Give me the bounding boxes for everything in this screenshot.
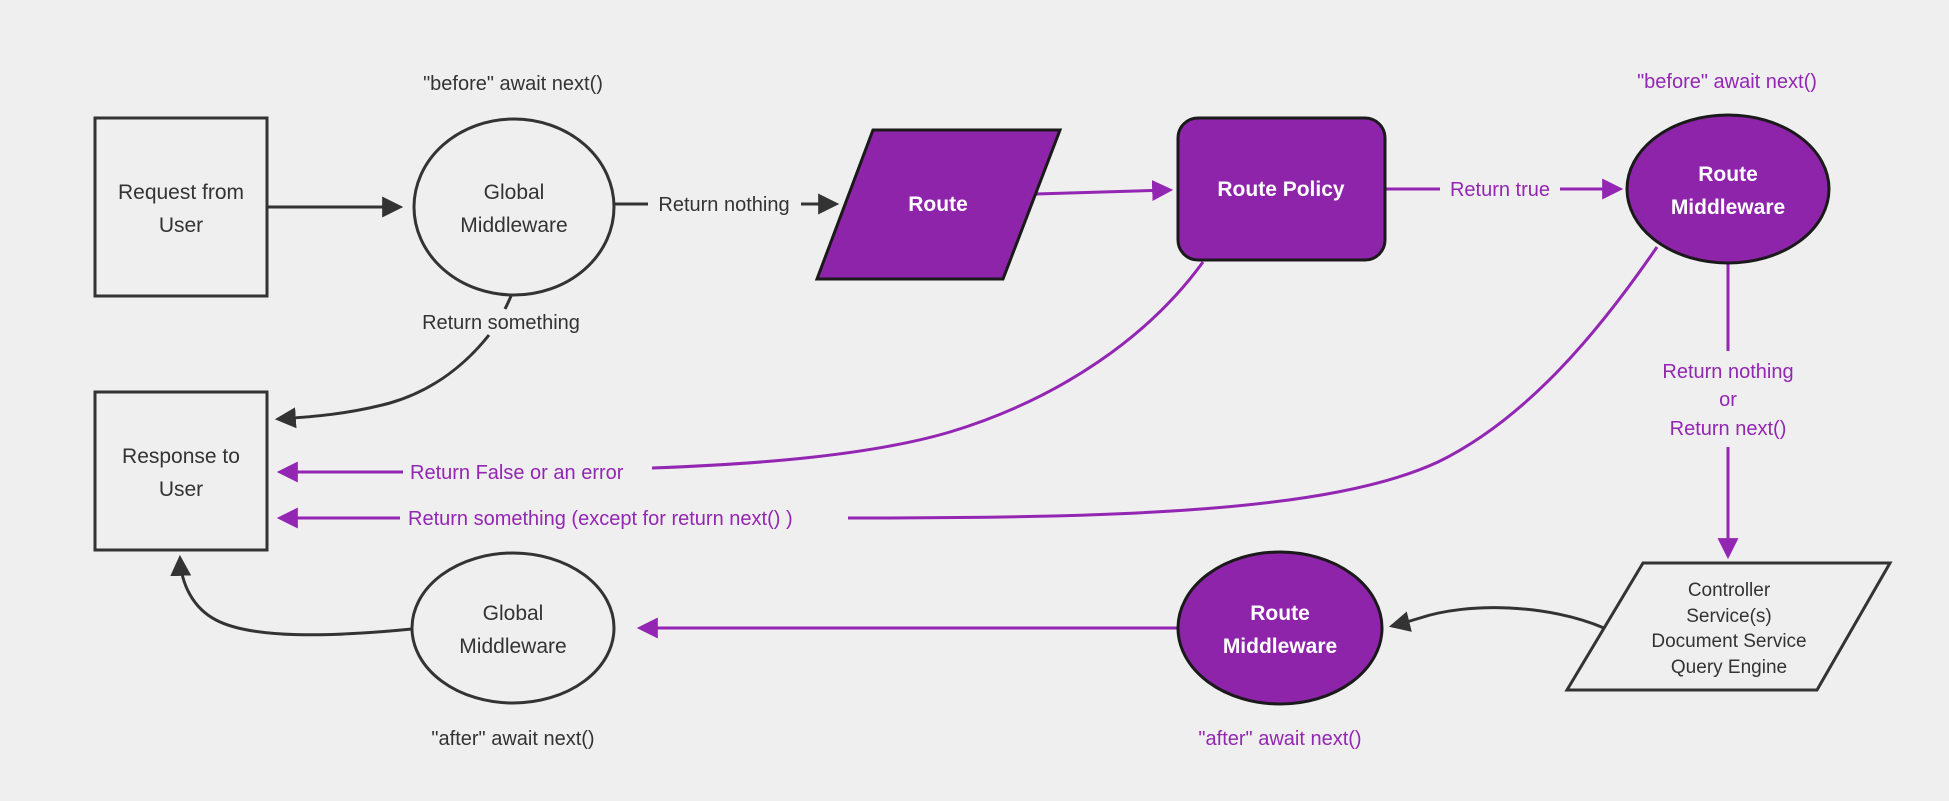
- route-middleware-top-ellipse: [1625, 113, 1831, 265]
- controller-parallelogram: [1564, 561, 1893, 692]
- controller-label-line1: Controller: [1688, 580, 1771, 601]
- label-before-await-top-left: "before" await next(): [423, 73, 603, 95]
- controller-label-line3: Document Service: [1651, 631, 1806, 652]
- global-middleware-bottom-ellipse: [410, 551, 616, 705]
- response-to-user-box: [93, 390, 269, 552]
- global-middleware-top-label-line1: Global: [484, 181, 545, 204]
- node-global-middleware-top: Global Middleware: [412, 117, 616, 297]
- label-return-block-line3: Return next(): [1670, 418, 1787, 440]
- node-response-to-user: Response to User: [93, 390, 269, 552]
- label-return-something: Return something: [422, 312, 580, 334]
- edge-return-false-curve: [651, 261, 1205, 470]
- label-return-false: Return False or an error: [410, 462, 624, 484]
- request-from-user-label-line1: Request from: [118, 181, 244, 204]
- controller-label-line4: Query Engine: [1671, 657, 1787, 678]
- route-middleware-top-label-line2: Middleware: [1671, 196, 1785, 219]
- route-middleware-bottom-label-line1: Route: [1250, 602, 1310, 625]
- route-middleware-top-label-line1: Route: [1698, 163, 1758, 186]
- node-route-middleware-bottom: Route Middleware: [1176, 550, 1384, 706]
- label-before-await-top-right: "before" await next(): [1637, 71, 1817, 93]
- edge-labels: "before" await next() Return nothing "be…: [408, 71, 1817, 750]
- label-return-nothing: Return nothing: [658, 194, 789, 216]
- node-request-from-user: Request from User: [93, 116, 269, 298]
- request-from-user-label-line2: User: [159, 214, 203, 237]
- controller-label-line2: Service(s): [1686, 606, 1772, 627]
- label-after-await-bottom-left: "after" await next(): [431, 728, 594, 750]
- node-route: Route: [814, 128, 1063, 281]
- edge-return-something-except-curve: [847, 246, 1659, 520]
- global-middleware-top-ellipse: [412, 117, 616, 297]
- edge-route-to-route-policy: [1035, 180, 1174, 202]
- route-parallelogram: [814, 128, 1063, 281]
- global-middleware-top-label-line2: Middleware: [460, 214, 567, 237]
- route-policy-label: Route Policy: [1217, 178, 1345, 201]
- label-return-something-except: Return something (except for return next…: [408, 508, 793, 530]
- label-return-true: Return true: [1450, 179, 1550, 201]
- global-middleware-bottom-label-line1: Global: [483, 602, 544, 625]
- request-from-user-box: [93, 116, 269, 298]
- route-middleware-bottom-ellipse: [1176, 550, 1384, 706]
- response-to-user-label-line1: Response to: [122, 445, 240, 468]
- global-middleware-bottom-label-line2: Middleware: [459, 635, 566, 658]
- route-policy-box: [1176, 116, 1387, 262]
- node-route-middleware-top: Route Middleware: [1625, 113, 1831, 265]
- label-return-block-line1: Return nothing: [1662, 361, 1793, 383]
- label-after-await-bottom-right: "after" await next(): [1198, 728, 1361, 750]
- node-global-middleware-bottom: Global Middleware: [410, 551, 616, 705]
- route-label: Route: [908, 193, 968, 216]
- edge-global-middleware-bottom-to-response: [170, 554, 413, 637]
- route-middleware-bottom-label-line2: Middleware: [1223, 635, 1337, 658]
- nodes: Request from User Global Middleware Rout…: [93, 113, 1893, 706]
- label-return-block-line2: or: [1719, 389, 1737, 411]
- edge-controller-to-route-middleware-bottom: [1388, 606, 1605, 632]
- edge-return-something-curve: [274, 334, 491, 429]
- response-to-user-label-line2: User: [159, 478, 203, 501]
- node-controller-services: Controller Service(s) Document Service Q…: [1564, 561, 1893, 692]
- edges: [170, 178, 1739, 639]
- node-route-policy: Route Policy: [1176, 116, 1387, 262]
- edge-return-something-stub: [503, 295, 513, 310]
